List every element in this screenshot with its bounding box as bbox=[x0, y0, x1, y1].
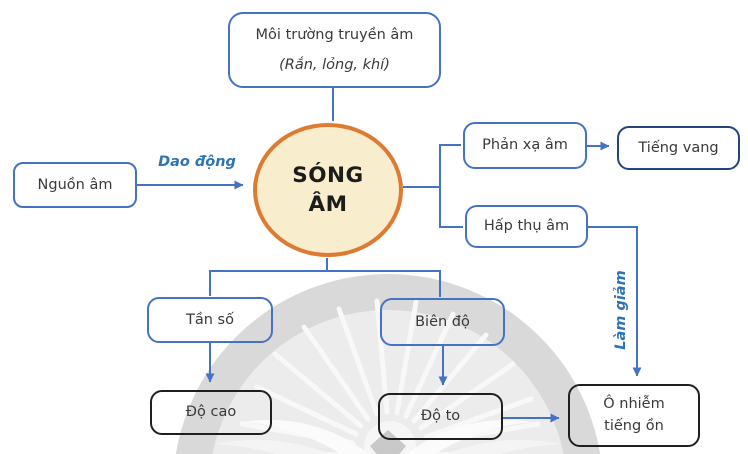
edge-label-reduce: Làm giảm bbox=[613, 270, 629, 350]
node-sound-absorption: Hấp thụ âm bbox=[465, 205, 588, 248]
watermark-sun-rays bbox=[239, 298, 541, 446]
node-echo: Tiếng vang bbox=[617, 126, 740, 170]
arrow-absorption-to-noise bbox=[588, 226, 642, 377]
connector-center-to-bottom-branch bbox=[209, 258, 441, 297]
connector-center-to-right-branch bbox=[403, 144, 463, 228]
node-sound-medium-subtitle: (Rắn, lỏng, khí) bbox=[279, 56, 390, 73]
edge-label-oscillation: Dao động bbox=[158, 154, 236, 170]
node-noise-pollution: Ô nhiễm tiếng ồn bbox=[568, 384, 700, 447]
node-sound-source: Nguồn âm bbox=[13, 162, 137, 208]
node-sound-medium: Môi trường truyền âm (Rắn, lỏng, khí) bbox=[228, 12, 441, 88]
node-sound-reflection: Phản xạ âm bbox=[463, 122, 587, 169]
watermark-open-book bbox=[215, 419, 561, 454]
node-frequency: Tần số bbox=[147, 297, 273, 343]
node-sound-wave-center: SÓNG ÂM bbox=[253, 123, 403, 257]
node-amplitude: Biên độ bbox=[380, 298, 505, 346]
node-sound-medium-title: Môi trường truyền âm bbox=[255, 26, 414, 43]
node-loudness: Độ to bbox=[378, 393, 503, 440]
node-pitch: Độ cao bbox=[150, 390, 272, 435]
